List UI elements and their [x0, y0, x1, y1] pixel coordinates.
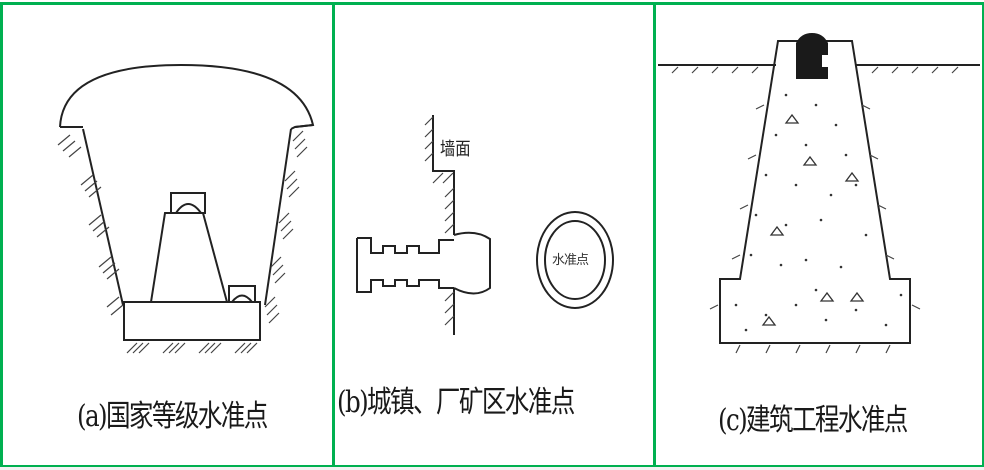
caption-construction-benchmark: (c)建筑工程水准点: [718, 403, 908, 438]
wall-surface-label: 墙面: [440, 139, 471, 160]
bottom-strip: [0, 467, 984, 470]
construction-benchmark-drawing: [658, 33, 980, 354]
benchmark-mark-label: 水准点: [552, 253, 589, 268]
panel-construction-benchmark: (c)建筑工程水准点: [656, 5, 982, 465]
national-benchmark-drawing: [57, 63, 315, 354]
caption-national-benchmark: (a)国家等级水准点: [77, 399, 268, 434]
panel-national-benchmark: (a)国家等级水准点: [3, 5, 335, 465]
wall-benchmark-drawing: [356, 115, 614, 335]
caption-urban-benchmark: (b)城镇、厂矿区水准点: [337, 385, 575, 420]
panel-urban-benchmark: 墙面 水准点 (b)城镇、厂矿区水准点: [335, 5, 656, 465]
